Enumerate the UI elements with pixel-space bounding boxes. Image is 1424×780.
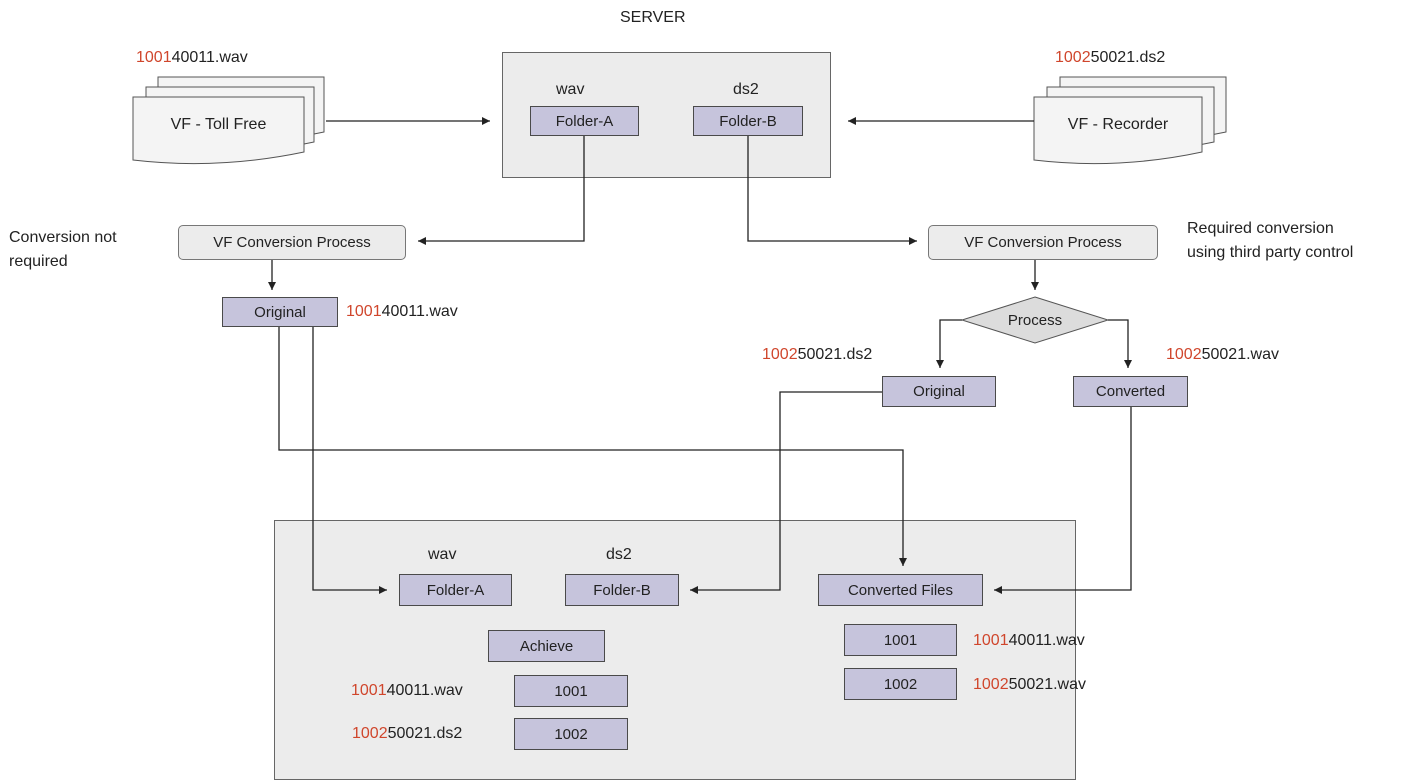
file-suffix: 40011.wav (1008, 632, 1085, 649)
file-suffix: 40011.wav (381, 303, 458, 320)
recorder-label: VF - Recorder (1067, 116, 1169, 133)
arrow-decision-to-converted (1108, 319, 1132, 368)
file-suffix: 50021.wav (1201, 346, 1279, 363)
file-prefix: 1002 (1166, 346, 1202, 363)
file-prefix: 1001 (346, 303, 382, 320)
file-suffix: 50021.ds2 (1090, 49, 1166, 66)
achieve-item-2: 1002 (514, 718, 628, 750)
file-prefix: 1002 (352, 725, 388, 742)
storage-folder-b-type: ds2 (606, 546, 632, 563)
toll-free-label: VF - Toll Free (170, 116, 267, 133)
file-prefix: 1001 (973, 632, 1009, 649)
achieve-item-1: 1001 (514, 675, 628, 707)
file-suffix: 40011.wav (386, 682, 463, 699)
arrow-foldera-to-left-process (418, 136, 585, 245)
process-decision-label: Process (1007, 311, 1063, 329)
left-conversion-process: VF Conversion Process (178, 225, 406, 260)
server-folder-a-type: wav (556, 81, 585, 98)
right-conversion-process: VF Conversion Process (928, 225, 1158, 260)
file-suffix: 40011.wav (171, 49, 248, 66)
arrow-folderb-to-right-process (747, 136, 917, 245)
arrow-left-original-to-converted-files (278, 327, 907, 566)
left-note-line2: required (9, 253, 68, 270)
achieve-item-2-filename: 100250021.ds2 (352, 724, 462, 744)
server-folder-a: Folder-A (530, 106, 639, 136)
server-title: SERVER (620, 9, 686, 26)
left-original: Original (222, 297, 338, 327)
arrow-decision-to-original (936, 319, 962, 368)
file-prefix: 1002 (1055, 49, 1091, 66)
right-note-line2: using third party control (1187, 244, 1354, 261)
left-note-line1: Conversion not (9, 229, 117, 246)
arrow-right-original-to-storage-folderb (690, 391, 882, 594)
right-note-line1: Required conversion (1187, 220, 1334, 237)
right-original-filename: 100250021.ds2 (762, 345, 872, 365)
converted-item-1: 1001 (844, 624, 957, 656)
right-original: Original (882, 376, 996, 407)
converted-item-2-filename: 100250021.wav (973, 675, 1086, 695)
file-suffix: 50021.wav (1008, 676, 1086, 693)
recorder-filename: 100250021.ds2 (1055, 48, 1165, 68)
file-prefix: 1002 (762, 346, 798, 363)
arrow-left-original-to-storage-foldera (312, 327, 387, 594)
recorder-document-stack (1033, 76, 1227, 165)
file-suffix: 50021.ds2 (387, 725, 463, 742)
file-prefix: 1001 (351, 682, 387, 699)
file-suffix: 50021.ds2 (797, 346, 873, 363)
arrow-converted-to-converted-files (994, 407, 1132, 594)
storage-converted-files: Converted Files (818, 574, 983, 606)
file-prefix: 1001 (136, 49, 172, 66)
server-folder-b-type: ds2 (733, 81, 759, 98)
storage-folder-a: Folder-A (399, 574, 512, 606)
toll-free-document-stack (132, 76, 325, 165)
right-converted-filename: 100250021.wav (1166, 345, 1279, 365)
achieve-box: Achieve (488, 630, 605, 662)
server-folder-b: Folder-B (693, 106, 803, 136)
right-converted: Converted (1073, 376, 1188, 407)
converted-item-1-filename: 100140011.wav (973, 631, 1085, 651)
storage-folder-b: Folder-B (565, 574, 679, 606)
process-decision-diamond (960, 296, 1110, 344)
left-original-filename: 100140011.wav (346, 302, 458, 322)
converted-item-2: 1002 (844, 668, 957, 700)
achieve-item-1-filename: 100140011.wav (351, 681, 463, 701)
file-prefix: 1002 (973, 676, 1009, 693)
storage-folder-a-type: wav (428, 546, 457, 563)
toll-free-filename: 100140011.wav (136, 48, 248, 68)
